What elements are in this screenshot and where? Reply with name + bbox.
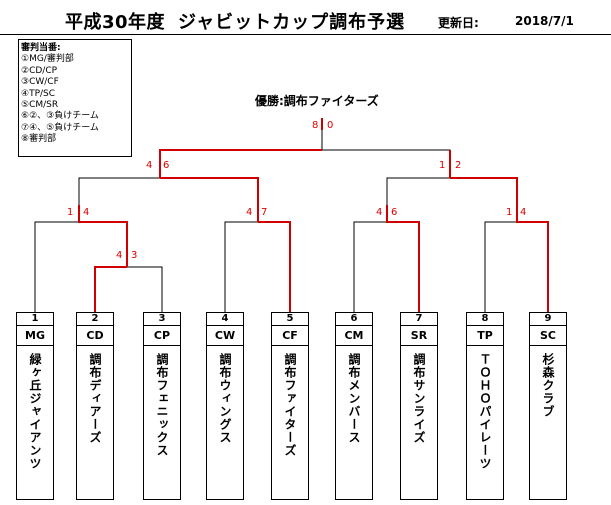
team-name: 調布メンバース — [347, 353, 361, 444]
team-name: 調布ウィングス — [218, 353, 232, 444]
team-number: 6 — [336, 313, 372, 326]
team-code: CM — [336, 326, 372, 346]
updated-label: 更新日: — [438, 16, 479, 30]
score-qf2-a: 4 — [246, 207, 253, 218]
updated-date: 2018/7/1 — [515, 14, 574, 28]
score-qf2-b: 7 — [261, 207, 268, 218]
team-code: CD — [77, 326, 113, 346]
team-name: 調布フェニックス — [155, 353, 169, 457]
team-number: 8 — [467, 313, 503, 326]
legend-line: ⑧審判部 — [21, 134, 57, 145]
score-qf3-a: 4 — [376, 207, 383, 218]
team-code: CW — [207, 326, 243, 346]
legend-line: ⑥②、③負けチーム — [21, 111, 99, 122]
champion-label: 優勝:調布ファイターズ — [255, 94, 379, 108]
team-name: 杉森クラブ — [541, 353, 555, 418]
score-final-right: 0 — [327, 120, 334, 131]
score-semi-right-a: 1 — [439, 160, 446, 171]
score-semi-left-a: 4 — [146, 160, 153, 171]
team-code: SR — [401, 326, 437, 346]
legend-line: ⑤CM/SR — [21, 100, 59, 111]
team-card: 6 CM 調布メンバース — [335, 312, 373, 500]
team-number: 2 — [77, 313, 113, 326]
team-card: 1 MG 緑ヶ丘ジャイアンツ — [16, 312, 54, 500]
score-qf4-a: 1 — [506, 207, 513, 218]
legend-line: ③CW/CF — [21, 77, 59, 88]
team-code: SC — [530, 326, 566, 346]
score-r1-b: 3 — [131, 250, 138, 261]
team-number: 5 — [272, 313, 308, 326]
header: 平成30年度 ジャビットカップ調布予選 更新日: 2018/7/1 — [0, 2, 611, 33]
team-code: CP — [144, 326, 180, 346]
legend-line: ④TP/SC — [21, 88, 56, 99]
team-card: 8 TP ＴＯＨＯパイレーツ — [466, 312, 504, 500]
team-number: 9 — [530, 313, 566, 326]
team-card: 2 CD 調布ディアーズ — [76, 312, 114, 500]
legend-line: ①MG/審判部 — [21, 54, 74, 65]
legend-line: ②CD/CP — [21, 65, 58, 76]
score-r1-a: 4 — [116, 250, 123, 261]
team-name: ＴＯＨＯパイレーツ — [478, 353, 492, 470]
score-qf1-a: 1 — [67, 207, 74, 218]
score-semi-left-b: 6 — [163, 160, 170, 171]
team-code: TP — [467, 326, 503, 346]
team-number: 4 — [207, 313, 243, 326]
team-number: 3 — [144, 313, 180, 326]
team-name: 調布サンライズ — [412, 353, 426, 444]
team-card: 9 SC 杉森クラブ — [529, 312, 567, 500]
team-name: 調布ディアーズ — [88, 353, 102, 444]
title-year: 平成30年度 — [65, 12, 166, 33]
legend-heading: 審判当番: — [21, 43, 61, 53]
team-card: 7 SR 調布サンライズ — [400, 312, 438, 500]
team-card: 4 CW 調布ウィングス — [206, 312, 244, 500]
score-semi-right-b: 2 — [455, 160, 462, 171]
score-qf3-b: 6 — [391, 207, 398, 218]
bracket-winner-lines — [78, 118, 549, 312]
score-qf4-b: 4 — [520, 207, 527, 218]
team-name: 調布ファイターズ — [283, 353, 297, 457]
title-event: ジャビットカップ調布予選 — [178, 12, 406, 33]
team-code: CF — [272, 326, 308, 346]
score-qf1-b: 4 — [83, 207, 90, 218]
team-number: 1 — [17, 313, 53, 326]
team-code: MG — [17, 326, 53, 346]
team-card: 5 CF 調布ファイターズ — [271, 312, 309, 500]
title-divider — [0, 34, 611, 35]
umpire-duty-legend: 審判当番: ①MG/審判部 ②CD/CP ③CW/CF ④TP/SC ⑤CM/S… — [18, 39, 132, 157]
team-name: 緑ヶ丘ジャイアンツ — [28, 353, 42, 470]
score-final-left: 8 — [312, 120, 319, 131]
team-number: 7 — [401, 313, 437, 326]
legend-line: ⑦④、⑤負けチーム — [21, 122, 99, 133]
team-card: 3 CP 調布フェニックス — [143, 312, 181, 500]
